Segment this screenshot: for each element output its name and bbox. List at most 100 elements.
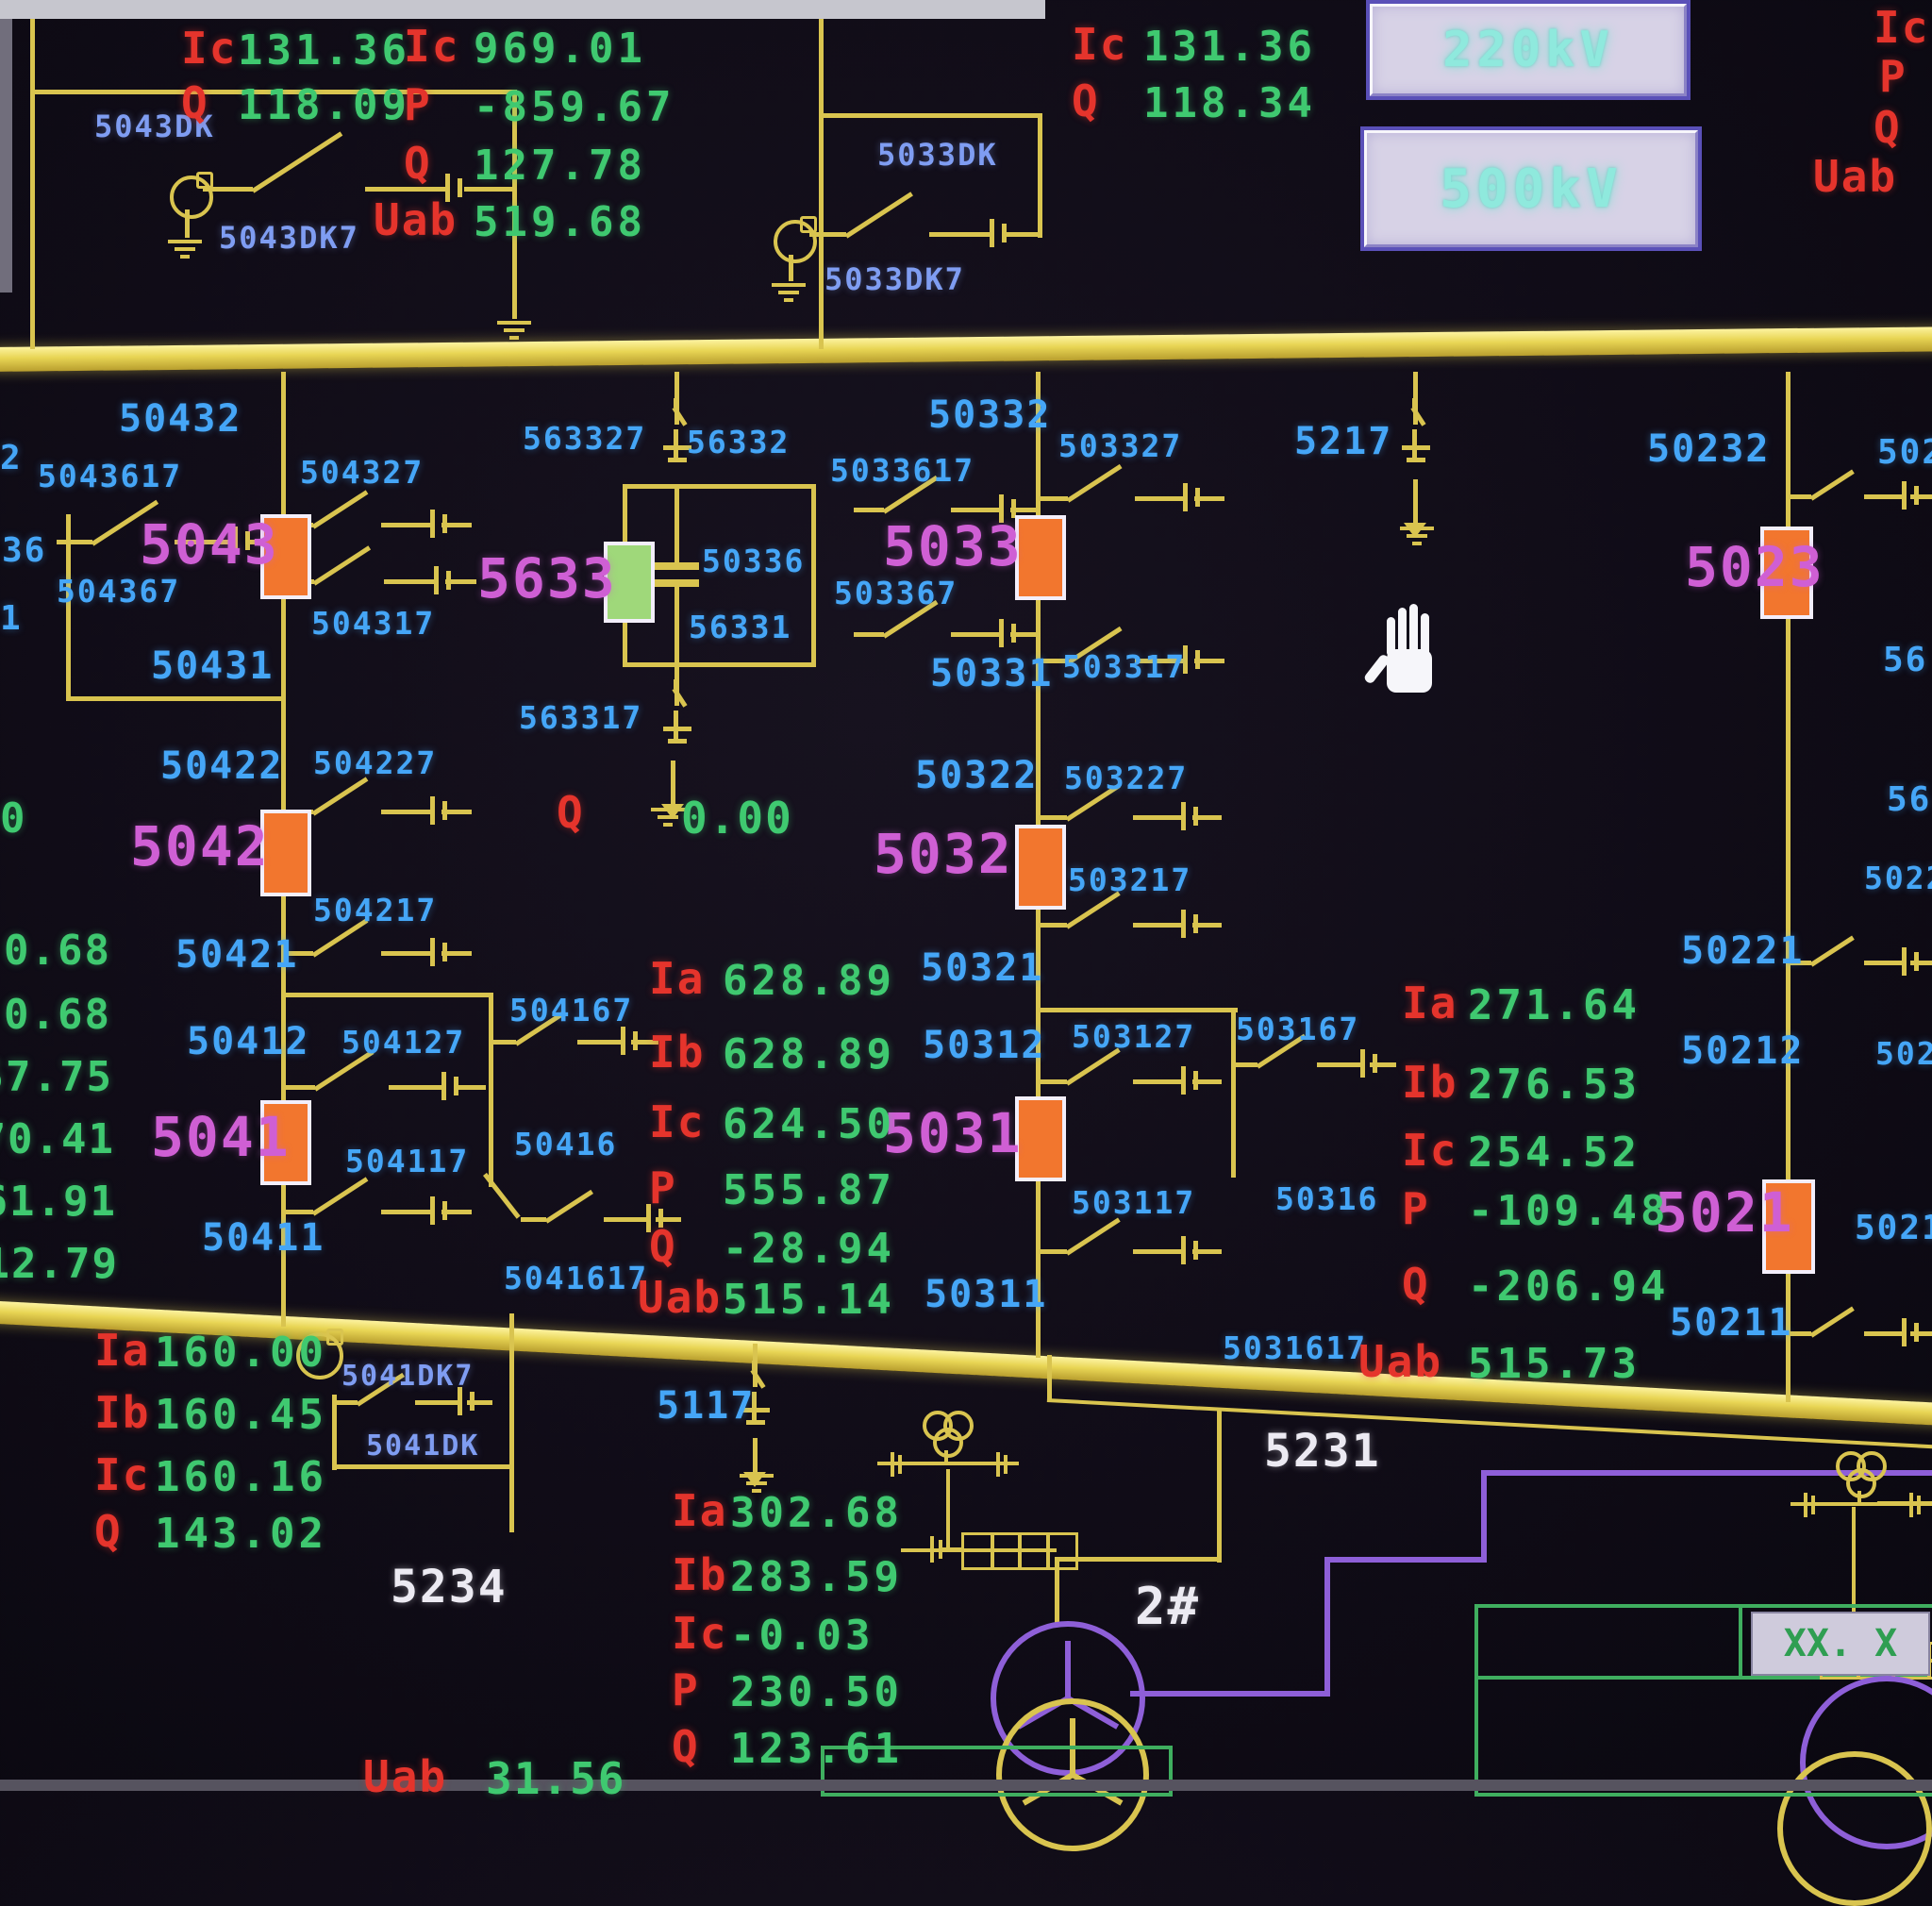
wire-segment (30, 17, 35, 349)
breaker-5031[interactable] (1015, 1096, 1066, 1181)
ground-symbol (497, 321, 531, 342)
sw-503367[interactable] (854, 599, 1041, 655)
sw-503317[interactable] (1038, 626, 1224, 681)
switch-part (1066, 463, 1123, 503)
wire-segment (901, 1548, 1057, 1552)
sw-5033617[interactable] (854, 475, 1041, 530)
switch-part (1863, 961, 1902, 965)
label-5032: 5032 (874, 822, 1013, 886)
ground-bar (497, 321, 531, 325)
label-5031: 5031 (883, 1101, 1023, 1165)
sw-503127[interactable] (1038, 1047, 1222, 1102)
metering-tie-5033-5043-value-Q: 127.78 (474, 142, 646, 190)
wire-segment (946, 1469, 950, 1552)
sw-5033DK7[interactable] (809, 192, 1041, 255)
label-2: 2 (0, 439, 23, 477)
breaker-5021[interactable] (1762, 1179, 1815, 1274)
sw-504167[interactable] (489, 1011, 658, 1062)
label-5217: 5217 (1294, 420, 1393, 463)
switch-part (311, 490, 369, 529)
circle-hook (196, 172, 213, 189)
breaker-5043[interactable] (260, 514, 311, 599)
wire-segment (1739, 1604, 1742, 1680)
switch-part (1788, 1331, 1811, 1336)
sw-5022-right[interactable] (1788, 935, 1932, 983)
contact-bar (930, 1536, 934, 1563)
switch-part (430, 1196, 435, 1225)
arrow-stem (753, 1438, 758, 1472)
switch-part (283, 951, 313, 956)
sw-504317[interactable] (283, 545, 476, 602)
sw-5041DK7[interactable] (332, 1372, 492, 1423)
label-5117: 5117 (657, 1384, 756, 1428)
ground-bar (175, 247, 195, 251)
switch-part (1038, 815, 1068, 820)
ct-stem (1857, 1491, 1861, 1504)
wire-segment (1324, 1557, 1330, 1697)
switch-part (1410, 406, 1426, 426)
ground-bar (168, 240, 202, 243)
sw-503117[interactable] (1038, 1217, 1222, 1272)
switch-part (990, 219, 995, 247)
label-503217: 503217 (1068, 861, 1192, 898)
switch-part (311, 777, 369, 816)
metering-transformer-2-value-Ib: 283.59 (730, 1553, 903, 1601)
sw-5217[interactable] (1394, 398, 1436, 462)
switch-part (1065, 1217, 1122, 1256)
label-0: 0 (0, 794, 27, 843)
metering-bay-5031-label-Ic: Ic (1402, 1125, 1458, 1176)
label-50211: 50211 (1670, 1301, 1793, 1345)
wire-segment (1324, 1557, 1487, 1563)
sw-504227[interactable] (283, 777, 472, 832)
breaker-5633[interactable] (604, 542, 655, 623)
wire-segment (1852, 1507, 1856, 1659)
sw-504327[interactable] (283, 490, 472, 545)
breaker-5042[interactable] (260, 810, 311, 896)
metering-bay-5041-value-Uab: 515.14 (723, 1276, 895, 1324)
sw-5021-right[interactable] (1788, 1306, 1932, 1354)
switch-part (381, 810, 430, 814)
switch-part (283, 1085, 316, 1090)
breaker-5033[interactable] (1015, 515, 1066, 600)
metering-bottom-left-label-Ib: Ib (94, 1387, 151, 1438)
sw-50416[interactable] (521, 1189, 681, 1240)
ct-line (877, 1462, 1019, 1465)
label-1: 1 (0, 599, 23, 638)
breaker-5032[interactable] (1015, 825, 1066, 910)
wire-segment (512, 90, 517, 193)
sw-504217[interactable] (283, 918, 472, 974)
sw-563317[interactable] (656, 679, 697, 744)
label-5234: 5234 (391, 1561, 508, 1613)
switch-part (544, 1189, 594, 1224)
ground-symbol (168, 240, 202, 260)
switch-part (1863, 494, 1902, 499)
sw-503217[interactable] (1038, 891, 1222, 945)
voltage-level-button-220kv[interactable]: 220kV (1370, 4, 1687, 96)
sw-5023-right[interactable] (1788, 469, 1932, 517)
wire-segment (654, 579, 699, 587)
switch-part (1181, 1236, 1187, 1264)
breaker-5023[interactable] (1760, 527, 1813, 619)
cursor-finger (1421, 613, 1429, 657)
label-5033DK: 5033DK (877, 137, 998, 173)
sw-5043DK7[interactable] (203, 131, 514, 209)
breaker-5041[interactable] (260, 1100, 311, 1185)
metering-transformer-2-label-Ia: Ia (672, 1485, 728, 1536)
sw-503227[interactable] (1038, 783, 1222, 838)
metering-line-5043-value-Q: 118.09 (238, 81, 410, 129)
wire-segment (66, 696, 285, 701)
wire-segment (185, 209, 190, 238)
switch-part (1359, 1049, 1365, 1078)
label-50421: 50421 (175, 933, 299, 977)
sw-503167[interactable] (1231, 1033, 1396, 1085)
voltage-level-button-500kv[interactable]: 500kV (1364, 130, 1698, 247)
switch-part (1231, 1062, 1257, 1067)
switch-part (1181, 1066, 1187, 1095)
label-50322: 50322 (915, 754, 1039, 797)
sw-504127[interactable] (283, 1049, 486, 1108)
sw-503327[interactable] (1038, 463, 1224, 519)
sw-504117[interactable] (283, 1177, 472, 1232)
switch-part (203, 187, 253, 192)
label-503227: 503227 (1064, 760, 1189, 796)
